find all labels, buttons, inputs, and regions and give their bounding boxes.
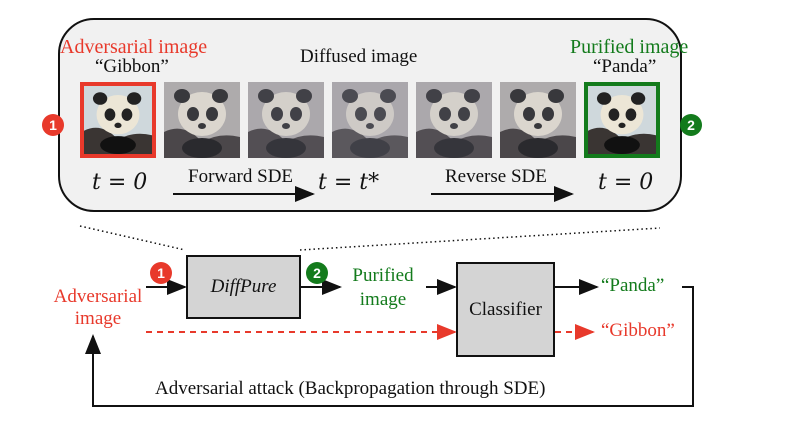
diffpure-block: DiffPure	[186, 255, 301, 319]
purified-image-output-label: Purified image	[338, 264, 428, 312]
feedback-loop-line	[85, 286, 694, 407]
adversarial-image-title: Adversarial image	[60, 36, 208, 58]
thumbnail-diffused-4	[416, 82, 492, 158]
step-2-badge: 2	[680, 114, 702, 136]
t-end-label: t = 0	[598, 170, 654, 195]
forward-sde-label: Forward SDE	[188, 166, 294, 187]
panda-image	[500, 82, 576, 158]
panda-image	[332, 82, 408, 158]
purified-line1: Purified	[352, 265, 414, 286]
flow-step-2-badge: 2	[306, 262, 328, 284]
thumbnail-diffused-5	[500, 82, 576, 158]
adversarial-prediction-label: “Gibbon”	[601, 320, 675, 341]
thumbnail-diffused-1	[164, 82, 240, 158]
adversarial-image-label: “Gibbon”	[95, 56, 169, 77]
feedback-attack-label: Adversarial attack (Backpropagation thro…	[155, 378, 546, 399]
reverse-sde-label: Reverse SDE	[445, 166, 547, 187]
input-label-line1: Adversarial	[53, 286, 143, 307]
thumbnail-diffused-3	[332, 82, 408, 158]
flow-step-1-badge: 1	[150, 262, 172, 284]
t-mid-label: t = t*	[318, 170, 380, 195]
t-start-label: t = 0	[92, 170, 148, 195]
panda-image	[164, 82, 240, 158]
thumbnail-purified	[584, 82, 660, 158]
purified-image-title: Purified image	[570, 36, 689, 58]
panda-image	[84, 86, 152, 154]
zoom-line-left	[79, 225, 186, 251]
panda-image	[416, 82, 492, 158]
input-label-line2: image	[74, 308, 122, 329]
diffpure-label: DiffPure	[210, 276, 277, 297]
thumbnail-adversarial	[80, 82, 156, 158]
panda-image	[248, 82, 324, 158]
clean-prediction-label: “Panda”	[601, 275, 665, 296]
purified-line2: image	[359, 289, 407, 310]
panda-image	[588, 86, 656, 154]
classifier-label: Classifier	[469, 298, 542, 320]
purified-image-label: “Panda”	[593, 56, 657, 77]
input-adversarial-image-label: Adversarial image	[48, 286, 148, 330]
step-1-badge: 1	[42, 114, 64, 136]
diffused-image-title: Diffused image	[300, 46, 418, 67]
classifier-block: Classifier	[456, 262, 555, 357]
zoom-line-right	[299, 227, 661, 251]
thumbnail-diffused-2	[248, 82, 324, 158]
